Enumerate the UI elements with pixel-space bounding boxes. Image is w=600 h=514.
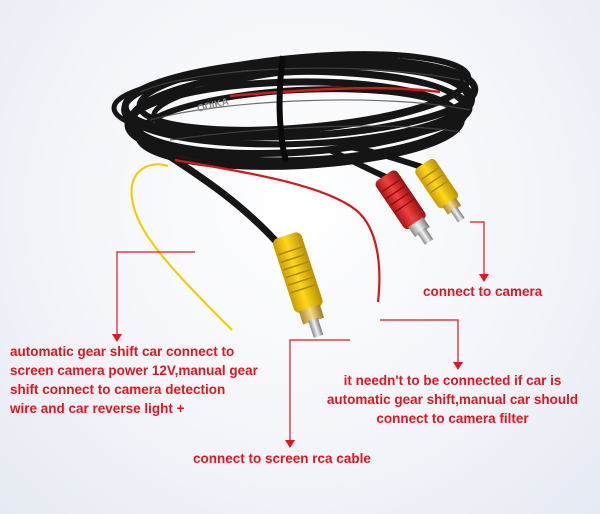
yellow-trigger-wire xyxy=(130,163,233,331)
camera-yellow-rca-plug xyxy=(415,158,465,223)
red-power-wire xyxy=(174,158,381,303)
cable-tie xyxy=(276,55,289,163)
red-rca-plug xyxy=(375,170,434,245)
coiled-cable xyxy=(111,51,479,170)
power-wire-annotation: automatic gear shift car connect to scre… xyxy=(10,344,258,416)
arrow-heads xyxy=(112,274,489,448)
cable-brand-print: ODIKA xyxy=(196,96,230,114)
camera-cable-2 xyxy=(337,142,428,171)
callout-lines xyxy=(116,221,485,442)
coiled-red-wire xyxy=(229,86,441,98)
camera-cable xyxy=(327,147,391,181)
screen-cable xyxy=(156,146,286,252)
screen-end-annotation: connect to screen rca cable xyxy=(193,451,371,466)
yellow-rca-plug xyxy=(273,232,325,338)
red-wire-annotation: it needn't to be connected if car is aut… xyxy=(326,373,579,426)
camera-end-annotation: connect to camera xyxy=(423,284,543,299)
cable-highlights xyxy=(139,67,471,141)
